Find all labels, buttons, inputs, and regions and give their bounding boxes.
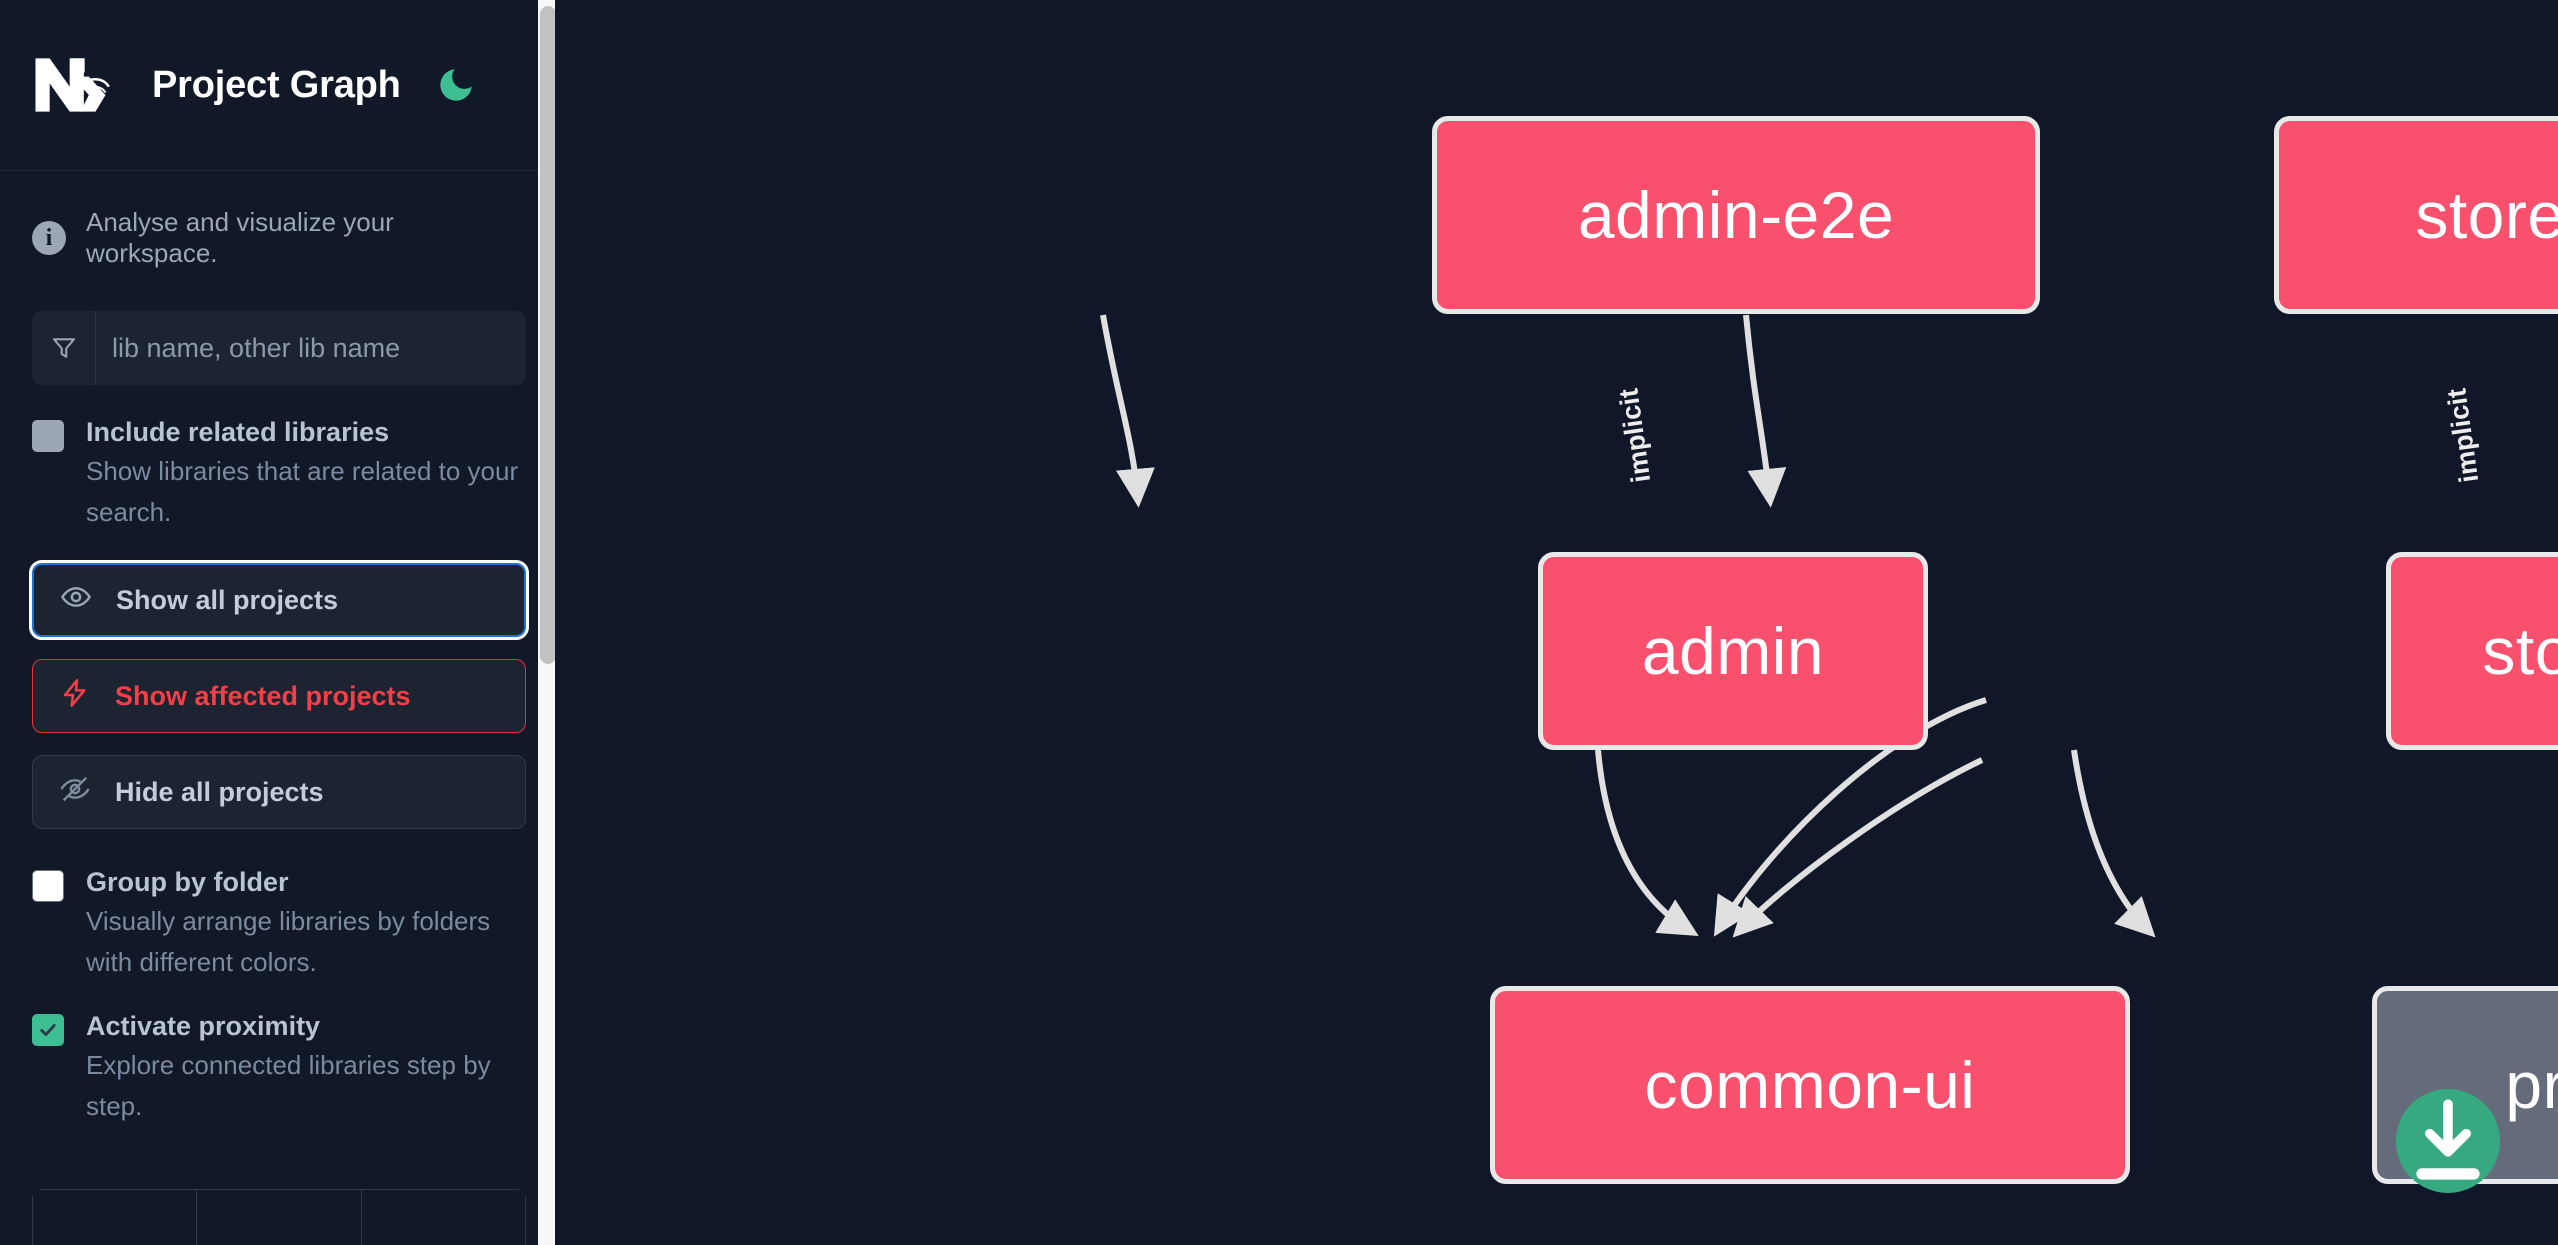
- eye-icon: [60, 581, 92, 620]
- hide-all-projects-button[interactable]: Hide all projects: [32, 755, 526, 829]
- segmented-control-group[interactable]: [32, 1189, 526, 1245]
- node-label: store: [2482, 614, 2558, 688]
- option-include-related-libraries[interactable]: Include related libraries Show libraries…: [0, 385, 558, 533]
- info-banner: i Analyse and visualize your workspace.: [0, 171, 558, 269]
- sidebar-divider: [555, 0, 558, 1245]
- option-description: Explore connected libraries step by step…: [86, 1050, 491, 1121]
- graph-node-store[interactable]: store: [2386, 552, 2558, 750]
- graph-canvas[interactable]: admin-e2e store-e2e admin store common-u…: [558, 0, 2558, 1245]
- checkbox-activate-proximity[interactable]: [32, 1014, 64, 1046]
- info-circle-icon: i: [32, 221, 66, 255]
- edge-store-to-common-ui-curve: [1713, 697, 1987, 937]
- segmented-control-option-3[interactable]: [361, 1189, 526, 1245]
- sidebar-header: Project Graph: [0, 0, 558, 171]
- button-label: Show affected projects: [115, 680, 411, 711]
- eye-slash-icon: [59, 773, 91, 812]
- button-label: Show all projects: [116, 584, 339, 615]
- edge-store-to-products: [2071, 749, 2156, 938]
- show-all-projects-button[interactable]: Show all projects: [29, 560, 529, 640]
- info-text: Analyse and visualize your workspace.: [86, 207, 394, 268]
- node-label: common-ui: [1644, 1048, 1976, 1122]
- node-label: store-e2e: [2415, 178, 2558, 252]
- option-description: Show libraries that are related to your …: [86, 456, 519, 527]
- graph-edges-overlay: [1713, 697, 1987, 937]
- page-title: Project Graph: [152, 63, 401, 106]
- lightning-bolt-icon: [59, 677, 91, 716]
- sidebar-scrollbar-thumb[interactable]: [540, 6, 556, 664]
- download-graph-button[interactable]: [2396, 1089, 2500, 1193]
- segmented-control-option-1[interactable]: [32, 1189, 198, 1245]
- nx-logo-icon: [32, 55, 124, 115]
- option-label: Activate proximity: [86, 1011, 321, 1041]
- option-group-by-folder[interactable]: Group by folder Visually arrange librari…: [0, 829, 558, 983]
- segmented-control-option-2[interactable]: [197, 1189, 362, 1245]
- checkbox-include-related-libraries[interactable]: [32, 420, 64, 452]
- moon-icon[interactable]: [433, 62, 479, 108]
- filter-funnel-icon: [32, 311, 96, 385]
- edge-store-e2e-to-store: [1743, 314, 1787, 508]
- edge-admin-e2e-to-admin: [1100, 314, 1155, 508]
- checkbox-group-by-folder[interactable]: [32, 870, 64, 902]
- option-label: Include related libraries: [86, 417, 390, 447]
- graph-edges: [1100, 314, 2156, 938]
- sidebar: Project Graph i Analyse and visualize yo…: [0, 0, 558, 1245]
- search-input[interactable]: [96, 311, 526, 385]
- graph-node-common-ui[interactable]: common-ui: [1490, 986, 2130, 1184]
- search-field-wrapper: [32, 311, 526, 385]
- button-label: Hide all projects: [115, 776, 324, 807]
- node-label: products: [2505, 1048, 2558, 1122]
- option-description: Visually arrange libraries by folders wi…: [86, 906, 491, 977]
- graph-node-admin[interactable]: admin: [1538, 552, 1928, 750]
- node-label: admin: [1641, 614, 1825, 688]
- graph-node-store-e2e[interactable]: store-e2e: [2274, 116, 2558, 314]
- node-label: admin-e2e: [1577, 178, 1895, 252]
- show-affected-projects-button[interactable]: Show affected projects: [32, 659, 526, 733]
- option-label: Group by folder: [86, 867, 289, 897]
- graph-node-admin-e2e[interactable]: admin-e2e: [1432, 116, 2040, 314]
- option-activate-proximity[interactable]: Activate proximity Explore connected lib…: [0, 983, 558, 1127]
- project-visibility-buttons: Show all projects Show affected projects: [0, 533, 558, 829]
- sidebar-scrollbar[interactable]: [538, 0, 558, 1245]
- edge-admin-to-common-ui: [1595, 749, 1699, 936]
- edge-store-to-common-ui: [1732, 757, 1984, 938]
